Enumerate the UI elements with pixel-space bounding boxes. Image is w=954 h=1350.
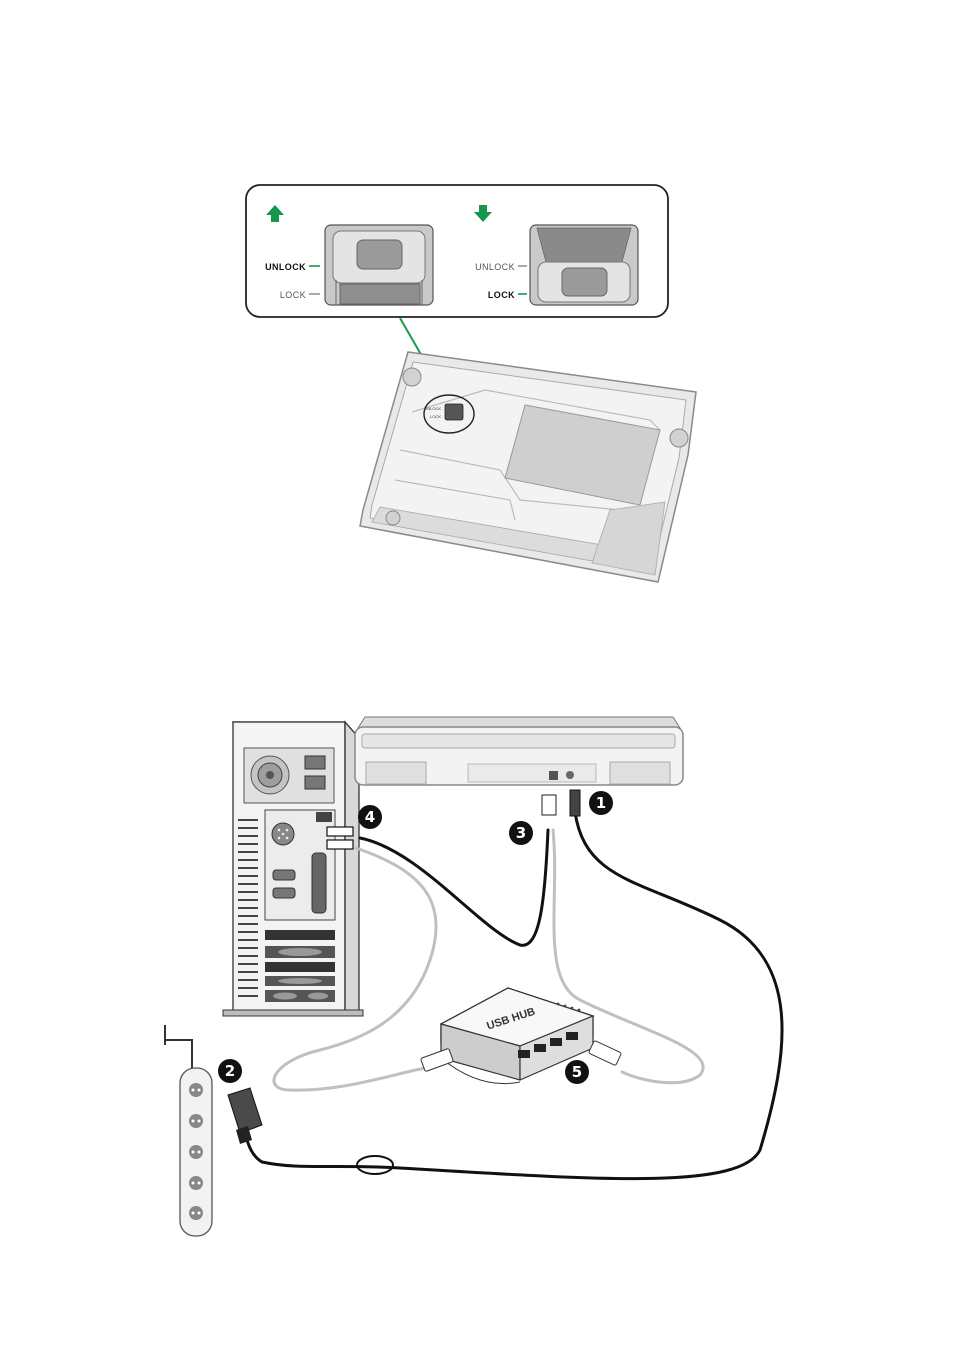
scanner-icon [355,717,683,785]
svg-text:4: 4 [365,808,375,826]
bottom-switch-unlock: UNLOCK [424,406,441,411]
callout-4: 4 [358,805,382,829]
svg-text:2: 2 [225,1062,235,1080]
callout-2: 2 [218,1059,242,1083]
lock-panel: UNLOCK LOCK UNLOCK LOCK [246,185,668,317]
callout-3: 3 [509,821,533,845]
bottom-switch-lock: LOCK [430,414,441,419]
left-unlock-label: UNLOCK [265,262,306,272]
switch-locked [530,225,638,305]
power-strip-icon [165,1025,212,1236]
svg-text:3: 3 [516,824,526,842]
right-lock-label: LOCK [488,290,515,300]
left-lock-label: LOCK [280,290,306,300]
callout-5: 5 [565,1060,589,1084]
power-adapter-icon [228,1088,262,1144]
svg-text:5: 5 [572,1063,582,1081]
right-unlock-label: UNLOCK [475,262,515,272]
switch-unlocked [325,225,433,305]
callout-1: 1 [589,791,613,815]
scanner-bottom-icon: UNLOCK LOCK [360,352,696,582]
svg-text:1: 1 [596,794,606,812]
pc-tower-icon [223,722,363,1016]
